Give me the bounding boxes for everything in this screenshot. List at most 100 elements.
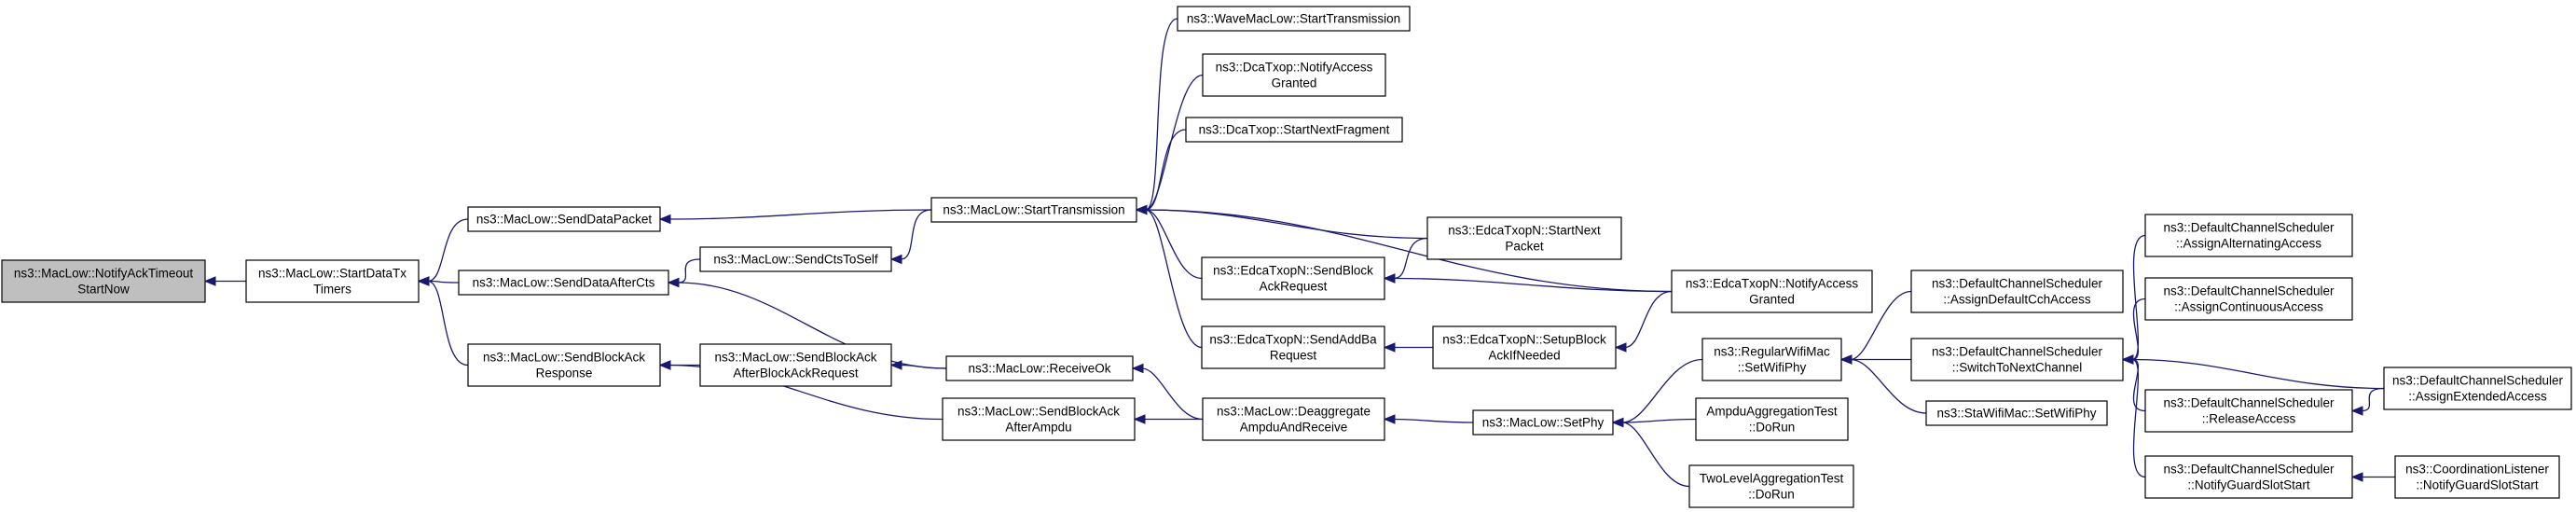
node-sendDataAfterCts[interactable]: ns3::MacLow::SendDataAfterCts — [458, 270, 669, 296]
node-assignExtendedAccess[interactable]: ns3::DefaultChannelScheduler::AssignExte… — [2383, 367, 2572, 410]
node-switchToNextChannel[interactable]: ns3::DefaultChannelScheduler::SwitchToNe… — [1910, 338, 2124, 381]
arrowhead — [2121, 354, 2134, 365]
node-assignContinuousAccess[interactable]: ns3::DefaultChannelScheduler::AssignCont… — [2144, 277, 2353, 321]
node-assignDefaultCchAccess[interactable]: ns3::DefaultChannelScheduler::AssignDefa… — [1910, 270, 2124, 313]
node-label-line: ns3::EdcaTxopN::SetupBlock — [1442, 333, 1606, 347]
node-label-line: ::DoRun — [1748, 488, 1795, 502]
edge-assignExtendedAccess-to-switchToNextChannel — [2121, 354, 2385, 390]
node-box — [2383, 367, 2572, 410]
node-label-line: ns3::WaveMacLow::StartTransmission — [1187, 12, 1400, 26]
node-box — [1701, 338, 1842, 381]
edge-twoLevelAggregationTestDoRun-to-setPhy — [1611, 417, 1690, 488]
node-box — [1432, 325, 1617, 369]
node-ampduAggregationTestDoRun[interactable]: AmpduAggregationTest::DoRun — [1695, 397, 1849, 441]
node-label-line: ::DoRun — [1749, 421, 1796, 435]
node-label-line: Granted — [1272, 76, 1317, 90]
node-box — [699, 246, 892, 272]
node-label-line: ns3::EdcaTxopN::SendAddBa — [1209, 333, 1377, 347]
node-coordinationNotifyGuardSlotStart[interactable]: ns3::CoordinationListener::NotifyGuardSl… — [2394, 455, 2560, 499]
edge-line — [1145, 74, 1204, 211]
edge-line — [677, 258, 701, 284]
node-setPhy[interactable]: ns3::MacLow::SetPhy — [1472, 409, 1614, 436]
node-box — [245, 259, 420, 303]
edge-dcaStartNextFragment-to-startTransmission — [1135, 129, 1187, 215]
node-label-line: ns3::EdcaTxopN::SendBlock — [1213, 264, 1373, 278]
node-label-line: ::AssignContinuousAccess — [2174, 300, 2323, 314]
edge-notifyGuardSlotStart-to-switchToNextChannel — [2121, 354, 2146, 478]
node-box — [1201, 325, 1385, 369]
node-label-line: ns3::DefaultChannelScheduler — [2163, 463, 2335, 477]
node-label-line: ::ReleaseAccess — [2202, 412, 2296, 426]
node-box — [1472, 409, 1614, 436]
edge-line — [1393, 237, 1428, 280]
edge-line — [2131, 234, 2146, 361]
edge-coordinationNotifyGuardSlotStart-to-notifyGuardSlotStart — [2350, 472, 2396, 482]
edge-line — [1393, 277, 1673, 293]
node-box — [930, 197, 1137, 223]
edge-line — [2131, 298, 2146, 361]
node-twoLevelAggregationTestDoRun[interactable]: TwoLevelAggregationTest::DoRun — [1688, 464, 1854, 508]
node-label-line: ns3::StaWifiMac::SetWifiPhy — [1936, 407, 2096, 421]
node-startTransmission[interactable]: ns3::MacLow::StartTransmission — [930, 197, 1137, 223]
node-waveStartTransmission[interactable]: ns3::WaveMacLow::StartTransmission — [1177, 6, 1411, 32]
arrowhead — [1135, 204, 1148, 215]
node-label-line: ns3::EdcaTxopN::StartNext — [1448, 224, 1601, 238]
node-staSetWifiPhy[interactable]: ns3::StaWifiMac::SetWifiPhy — [1925, 400, 2108, 426]
node-label-line: ns3::RegularWifiMac — [1714, 345, 1830, 359]
edge-line — [1145, 209, 1203, 349]
edge-line — [1621, 418, 1697, 423]
node-label-line: ns3::MacLow::SendBlockAck — [483, 351, 645, 365]
node-sendCtsToSelf[interactable]: ns3::MacLow::SendCtsToSelf — [699, 246, 892, 272]
node-box — [1910, 270, 2124, 313]
node-sendBlockAckAfterBlockAckRequest[interactable]: ns3::MacLow::SendBlockAckAfterBlockAckRe… — [699, 343, 892, 387]
arrowhead — [889, 254, 902, 265]
edge-line — [900, 364, 947, 369]
node-label-line: ns3::MacLow::SendCtsToSelf — [713, 253, 878, 267]
node-box — [1426, 216, 1622, 260]
edge-line — [1145, 129, 1187, 211]
node-label-line: ns3::MacLow::SendBlockAck — [957, 405, 1120, 419]
node-label-line: ::SetWifiPhy — [1738, 361, 1807, 375]
node-label-line: AckIfNeeded — [1488, 349, 1560, 363]
node-label-line: AfterAmpdu — [1005, 421, 1071, 435]
node-label-line: Timers — [313, 283, 351, 297]
edge-line — [1621, 358, 1703, 423]
node-regularSetWifiPhy[interactable]: ns3::RegularWifiMac::SetWifiPhy — [1701, 338, 1842, 381]
edge-regularSetWifiPhy-to-setPhy — [1611, 358, 1703, 428]
arrowhead — [1133, 414, 1146, 424]
node-dcaStartNextFragment[interactable]: ns3::DcaTxop::StartNextFragment — [1185, 117, 1403, 143]
node-label-line: AmpduAndReceive — [1240, 421, 1348, 435]
node-receiveOk[interactable]: ns3::MacLow::ReceiveOk — [945, 355, 1134, 381]
edge-staSetWifiPhy-to-regularSetWifiPhy — [1839, 354, 1927, 414]
node-label-line: ns3::DcaTxop::StartNextFragment — [1199, 123, 1390, 137]
node-box — [458, 270, 669, 296]
edge-deaggregateAmpduAndReceive-to-sendBlockAckAfterAmpdu — [1133, 414, 1203, 424]
node-sendDataPacket[interactable]: ns3::MacLow::SendDataPacket — [467, 206, 661, 232]
edge-receiveOk-to-sendDataAfterCts — [667, 277, 947, 369]
node-releaseAccess[interactable]: ns3::DefaultChannelScheduler::ReleaseAcc… — [2144, 389, 2353, 433]
arrowhead — [1614, 342, 1627, 353]
node-notifyGuardSlotStart[interactable]: ns3::DefaultChannelScheduler::NotifyGuar… — [2144, 455, 2353, 499]
node-label-line: ns3::DefaultChannelScheduler — [2163, 284, 2335, 298]
node-box — [2144, 277, 2353, 321]
edge-startTransmission-to-sendCtsToSelf — [889, 209, 932, 265]
node-label-line: ns3::MacLow::NotifyAckTimeout — [14, 267, 194, 281]
node-label-line: ::AssignAlternatingAccess — [2176, 237, 2321, 251]
node-assignAlternatingAccess[interactable]: ns3::DefaultChannelScheduler::AssignAlte… — [2144, 214, 2353, 257]
edge-line — [1145, 209, 1428, 240]
node-box — [2394, 455, 2560, 499]
node-box — [1688, 464, 1854, 508]
node-label-line: Request — [1270, 349, 1317, 363]
